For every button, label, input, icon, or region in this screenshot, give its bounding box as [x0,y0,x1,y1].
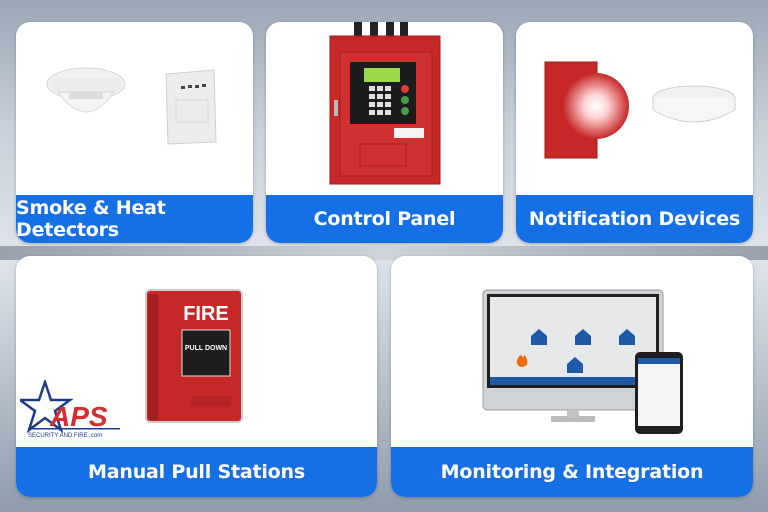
card-monitoring-integration[interactable]: Monitoring & Integration [391,256,753,497]
detector-illustration [16,22,253,195]
card-label: Notification Devices [516,195,753,243]
control-panel-icon [329,22,441,185]
card-label: Smoke & Heat Detectors [16,195,253,243]
card-label: Manual Pull Stations [16,447,377,497]
pull-station-illustration: FIRE PULL DOWN [16,256,377,448]
aps-logo: APS SECURITY AND FIRE .com [16,378,130,442]
star-icon [16,378,74,434]
svg-text:APS: APS [49,401,108,432]
card-control-panel[interactable]: Control Panel [266,22,503,243]
card-label: Monitoring & Integration [391,447,753,497]
svg-text:PULL DOWN: PULL DOWN [185,345,227,352]
svg-text:SECURITY AND FIRE .com: SECURITY AND FIRE .com [28,433,102,439]
card-manual-pull-stations[interactable]: FIRE PULL DOWN APS SECURITY AND FIRE .co… [16,256,377,497]
heat-detector-icon [165,69,217,145]
control-panel-illustration [266,22,503,195]
notification-illustration [516,22,753,195]
monitoring-illustration [391,256,753,447]
card-smoke-heat-detectors[interactable]: Smoke & Heat Detectors [16,22,253,243]
monitor-dashboard-icon [482,289,683,434]
strobe-icon [544,61,736,159]
ceiling-sounder-icon [652,85,736,123]
svg-text:FIRE: FIRE [183,303,229,325]
card-label: Control Panel [266,195,503,243]
pull-station-icon: FIRE PULL DOWN [145,289,243,423]
smoke-detector-icon [46,67,217,145]
fire-icon [516,355,528,367]
card-notification-devices[interactable]: Notification Devices [516,22,753,243]
